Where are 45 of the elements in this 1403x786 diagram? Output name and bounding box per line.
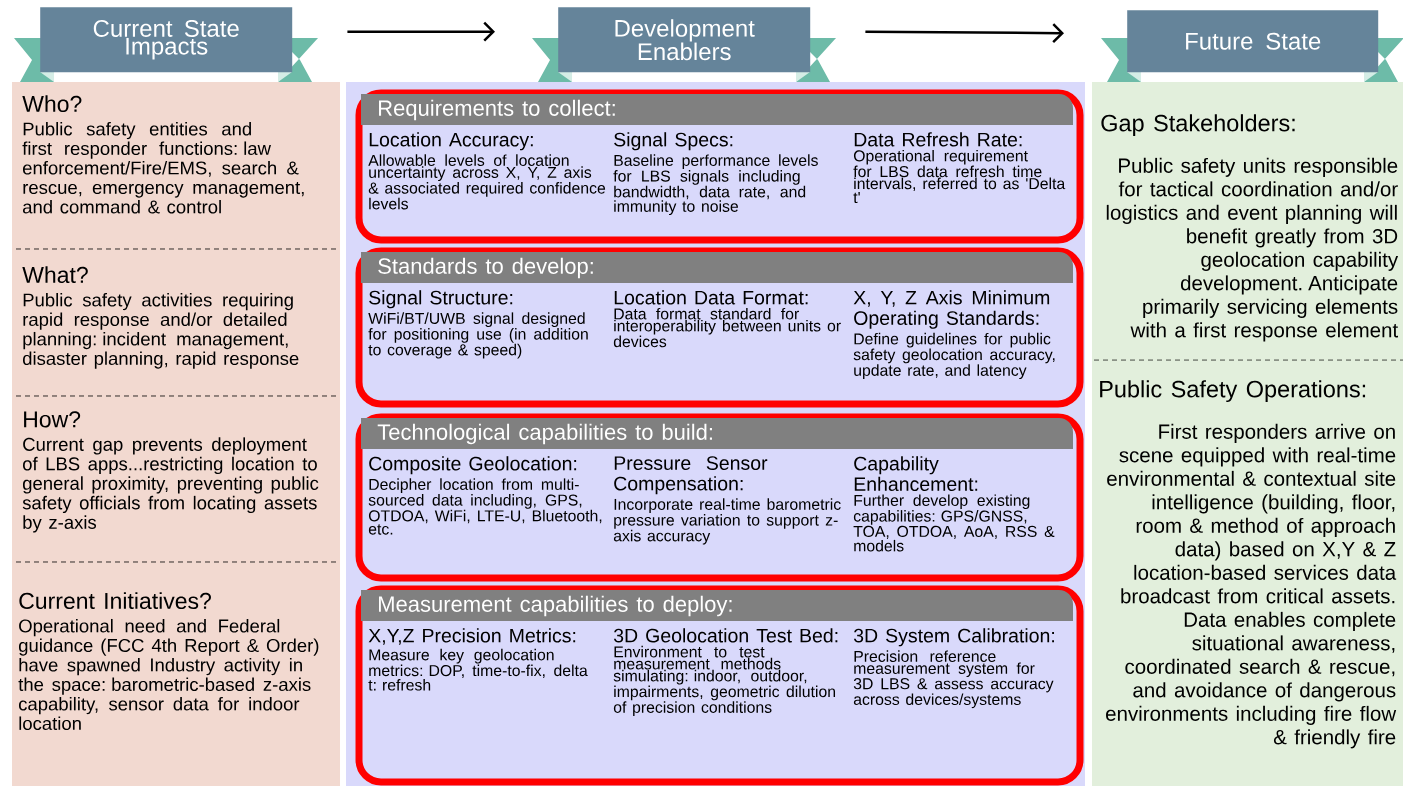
arrow bbox=[865, 23, 1064, 43]
section-text: Current gap prevents deployment of LBS apps...restricting location to general proximity, preventing public safety officials from locating assets by z-axis bbox=[22, 437, 319, 533]
section-text: Operational need and Federal guidance (FCC 4th Report & Order) have spawned Industry activity in the space: barometric-based z-axis capability, sensor data for indoor location bbox=[18, 618, 319, 731]
item-title: Composite Geolocation: bbox=[369, 456, 577, 475]
header-band: Technological capabilities to build: bbox=[361, 418, 1073, 449]
item-text: Define guidelines for public safety geolocation accuracy, update rate, and latency bbox=[853, 332, 1055, 380]
section-text: Public safety entities and first responder functions: law enforcement/Fire/EMS, search & rescue, emergency management, and command & control bbox=[22, 121, 304, 214]
section-heading: How? bbox=[24, 411, 81, 428]
item-text: WiFi/BT/UWB signal designed for positioning use (in addition to coverage & speed) bbox=[368, 312, 588, 359]
item-title: X, Y, Z Axis Minimum Operating Standards: bbox=[853, 290, 1050, 329]
item-text: Decipher location from multi-sourced data including, GPS, OTDOA, WiFi, LTE-U, Bluetooth, etc. bbox=[368, 478, 602, 535]
header-band: Standards to develop: bbox=[361, 252, 1073, 283]
section-text: Public safety activities requiring rapid response and/or detailed planning: incident management, disaster planning, rapid response bbox=[23, 292, 299, 369]
section-heading: What? bbox=[22, 266, 88, 284]
item-title: Location Data Format: bbox=[614, 290, 808, 305]
item-title: X,Y,Z Precision Metrics: bbox=[368, 628, 576, 645]
section-heading: Who? bbox=[22, 95, 82, 113]
banner: Current State Impacts bbox=[14, 7, 318, 82]
item-title: Pressure Sensor Compensation: bbox=[614, 456, 768, 495]
header-band: Measurement capabilities to deploy: bbox=[361, 590, 1073, 621]
item-title: Data Refresh Rate: bbox=[854, 132, 1022, 147]
item-title: 3D System Calibration: bbox=[853, 628, 1054, 647]
item-title: Location Accuracy: bbox=[369, 132, 533, 151]
item-text: Precision reference measurement system for 3D LBS & assess accuracy across devices/systems bbox=[853, 650, 1054, 709]
item-text: Environment to test measurement methods simulating: indoor, outdoor, impairments, geometric dilution of precision conditions bbox=[613, 645, 835, 717]
item-text: Further develop existing capabilities: GPS/GNSS, TOA, OTDOA, AoA, RSS & models bbox=[853, 494, 1055, 552]
banner: Future State bbox=[1101, 10, 1403, 82]
item-title: Capability Enhancement: bbox=[854, 456, 978, 491]
item-title: Signal Specs: bbox=[614, 132, 733, 151]
header-band: Requirements to collect: bbox=[361, 94, 1073, 125]
section-text: First responders arrive on scene equipped with real-time environmental & contextual site intelligence (building, floor, room & method of approach data) based on X,Y & Z location-based services data broadcast from critical assets. Data enables complete situational awareness, coordinated search & rescue, and avoidance of dangerous environments including fire flow & friendly fire bbox=[1106, 423, 1397, 749]
arrow bbox=[347, 21, 495, 42]
item-text: Measure key geolocation metrics: DOP, time-to-fix, delta t: refresh bbox=[368, 648, 588, 691]
item-text: Incorporate real-time barometric pressure variation to support z-axis accuracy bbox=[613, 498, 841, 545]
item-text: Baseline performance levels for LBS signals including bandwidth, data rate, and immunity to noise bbox=[613, 154, 818, 215]
section-heading: Gap Stakeholders: bbox=[1101, 114, 1295, 137]
item-text: Allowable levels of location uncertainty across X, Y, Z axis & associated required confidence levels bbox=[368, 154, 606, 210]
item-title: 3D Geolocation Test Bed: bbox=[613, 628, 838, 643]
item-title: Signal Structure: bbox=[369, 290, 513, 309]
banner: Development Enablers bbox=[532, 7, 836, 82]
section-heading: Public Safety Operations: bbox=[1100, 380, 1366, 403]
item-text: Data format standard for interoperability between units or devices bbox=[613, 307, 841, 348]
section-text: Public safety units responsible for tactical coordination and/or logistics and event planning will benefit greatly from 3D geolocation capability development. Anticipate primarily servicing elements with a first response element bbox=[1106, 157, 1399, 342]
section-heading: Current Initiatives? bbox=[19, 592, 211, 610]
item-text: Operational requirement for LBS data refresh time intervals, referred to as 'Delta t' bbox=[853, 149, 1066, 204]
